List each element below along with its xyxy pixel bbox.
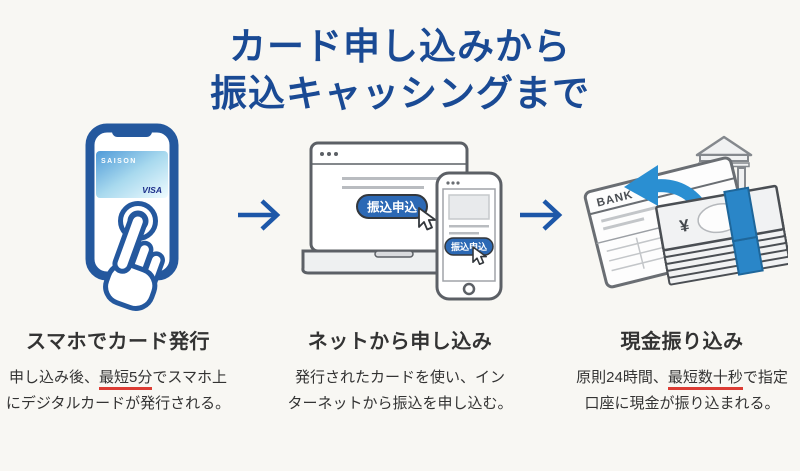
desc-text: 原則24時間、 xyxy=(576,369,668,387)
text-placeholder-line xyxy=(342,186,424,190)
money-stack-icon: ¥ xyxy=(655,185,788,286)
step-title-online-apply: ネットから申し込み xyxy=(307,331,493,354)
step-title-card-issue: スマホでカード発行 xyxy=(26,331,210,354)
cash-transfer-illustration: BANK xyxy=(576,123,788,319)
step-desc-cash-transfer: 原則24時間、最短数十秒で指定 口座に現金が振り込まれる。 xyxy=(576,365,788,417)
cursor-icon xyxy=(472,246,488,266)
smartphone-card-illustration: SAISON VISA xyxy=(28,123,208,319)
desc-highlight-red-underline: 最短数十秒 xyxy=(667,369,743,391)
yen-symbol: ¥ xyxy=(678,216,691,236)
laptop-phone-icon: 振込申込 振込申込 xyxy=(301,141,503,301)
steps-row: SAISON VISA スマホでカード発行 申し込み後、最短5分でスマホ上 にデ… xyxy=(0,123,800,417)
money-band-side xyxy=(731,236,764,276)
svg-text:振込申込: 振込申込 xyxy=(367,200,418,215)
desc-text: 申し込み後、 xyxy=(9,369,100,387)
right-arrow-icon xyxy=(520,199,563,231)
flow-arrow-2 xyxy=(518,196,564,234)
money-band-front xyxy=(723,186,758,243)
transfer-apply-button-laptop: 振込申込 xyxy=(356,194,428,220)
page-title-line2: 振込キャッシングまで xyxy=(210,72,590,114)
desc-text: でスマホ上 にデジタルカードが発行される。 xyxy=(5,369,231,413)
page-title-line1: カード申し込みから xyxy=(229,26,571,67)
home-button xyxy=(462,282,476,296)
flow-arrow-1 xyxy=(236,196,282,234)
smartphone-card-icon: SAISON VISA xyxy=(85,123,179,312)
card-network-label: VISA xyxy=(142,185,162,195)
online-apply-illustration: 振込申込 振込申込 xyxy=(297,123,503,319)
card-brand-label: SAISON xyxy=(101,158,137,165)
desc-text: で指定 口座に現金が振り込まれる。 xyxy=(584,369,788,413)
phone-overlay: 振込申込 xyxy=(435,171,503,301)
text-placeholder-line xyxy=(342,177,442,181)
desc-text: 発行されたカードを使い、イン ターネットから振込を申し込む。 xyxy=(287,369,513,413)
step-card-issue: SAISON VISA スマホでカード発行 申し込み後、最短5分でスマホ上 にデ… xyxy=(0,123,236,417)
page-title: カード申し込みから 振込キャッシングまで xyxy=(0,24,800,117)
step-desc-online-apply: 発行されたカードを使い、イン ターネットから振込を申し込む。 xyxy=(287,365,512,417)
desc-highlight-red-underline: 最短5分 xyxy=(99,369,153,391)
phone-notch xyxy=(112,126,152,138)
tap-hand-icon xyxy=(103,211,165,312)
step-cash-transfer: BANK xyxy=(564,123,800,417)
svg-text:振込申込: 振込申込 xyxy=(451,241,487,252)
bank-money-icon: BANK xyxy=(583,135,788,289)
cursor-icon xyxy=(418,207,437,231)
right-arrow-icon xyxy=(238,199,281,231)
transfer-apply-button-phone: 振込申込 xyxy=(444,237,494,256)
image-placeholder xyxy=(448,194,490,220)
step-title-cash-transfer: 現金振り込み xyxy=(620,331,744,354)
step-desc-card-issue: 申し込み後、最短5分でスマホ上 にデジタルカードが発行される。 xyxy=(6,365,230,417)
digital-card: SAISON VISA xyxy=(96,151,168,199)
step-online-apply: 振込申込 振込申込 xyxy=(282,123,518,417)
